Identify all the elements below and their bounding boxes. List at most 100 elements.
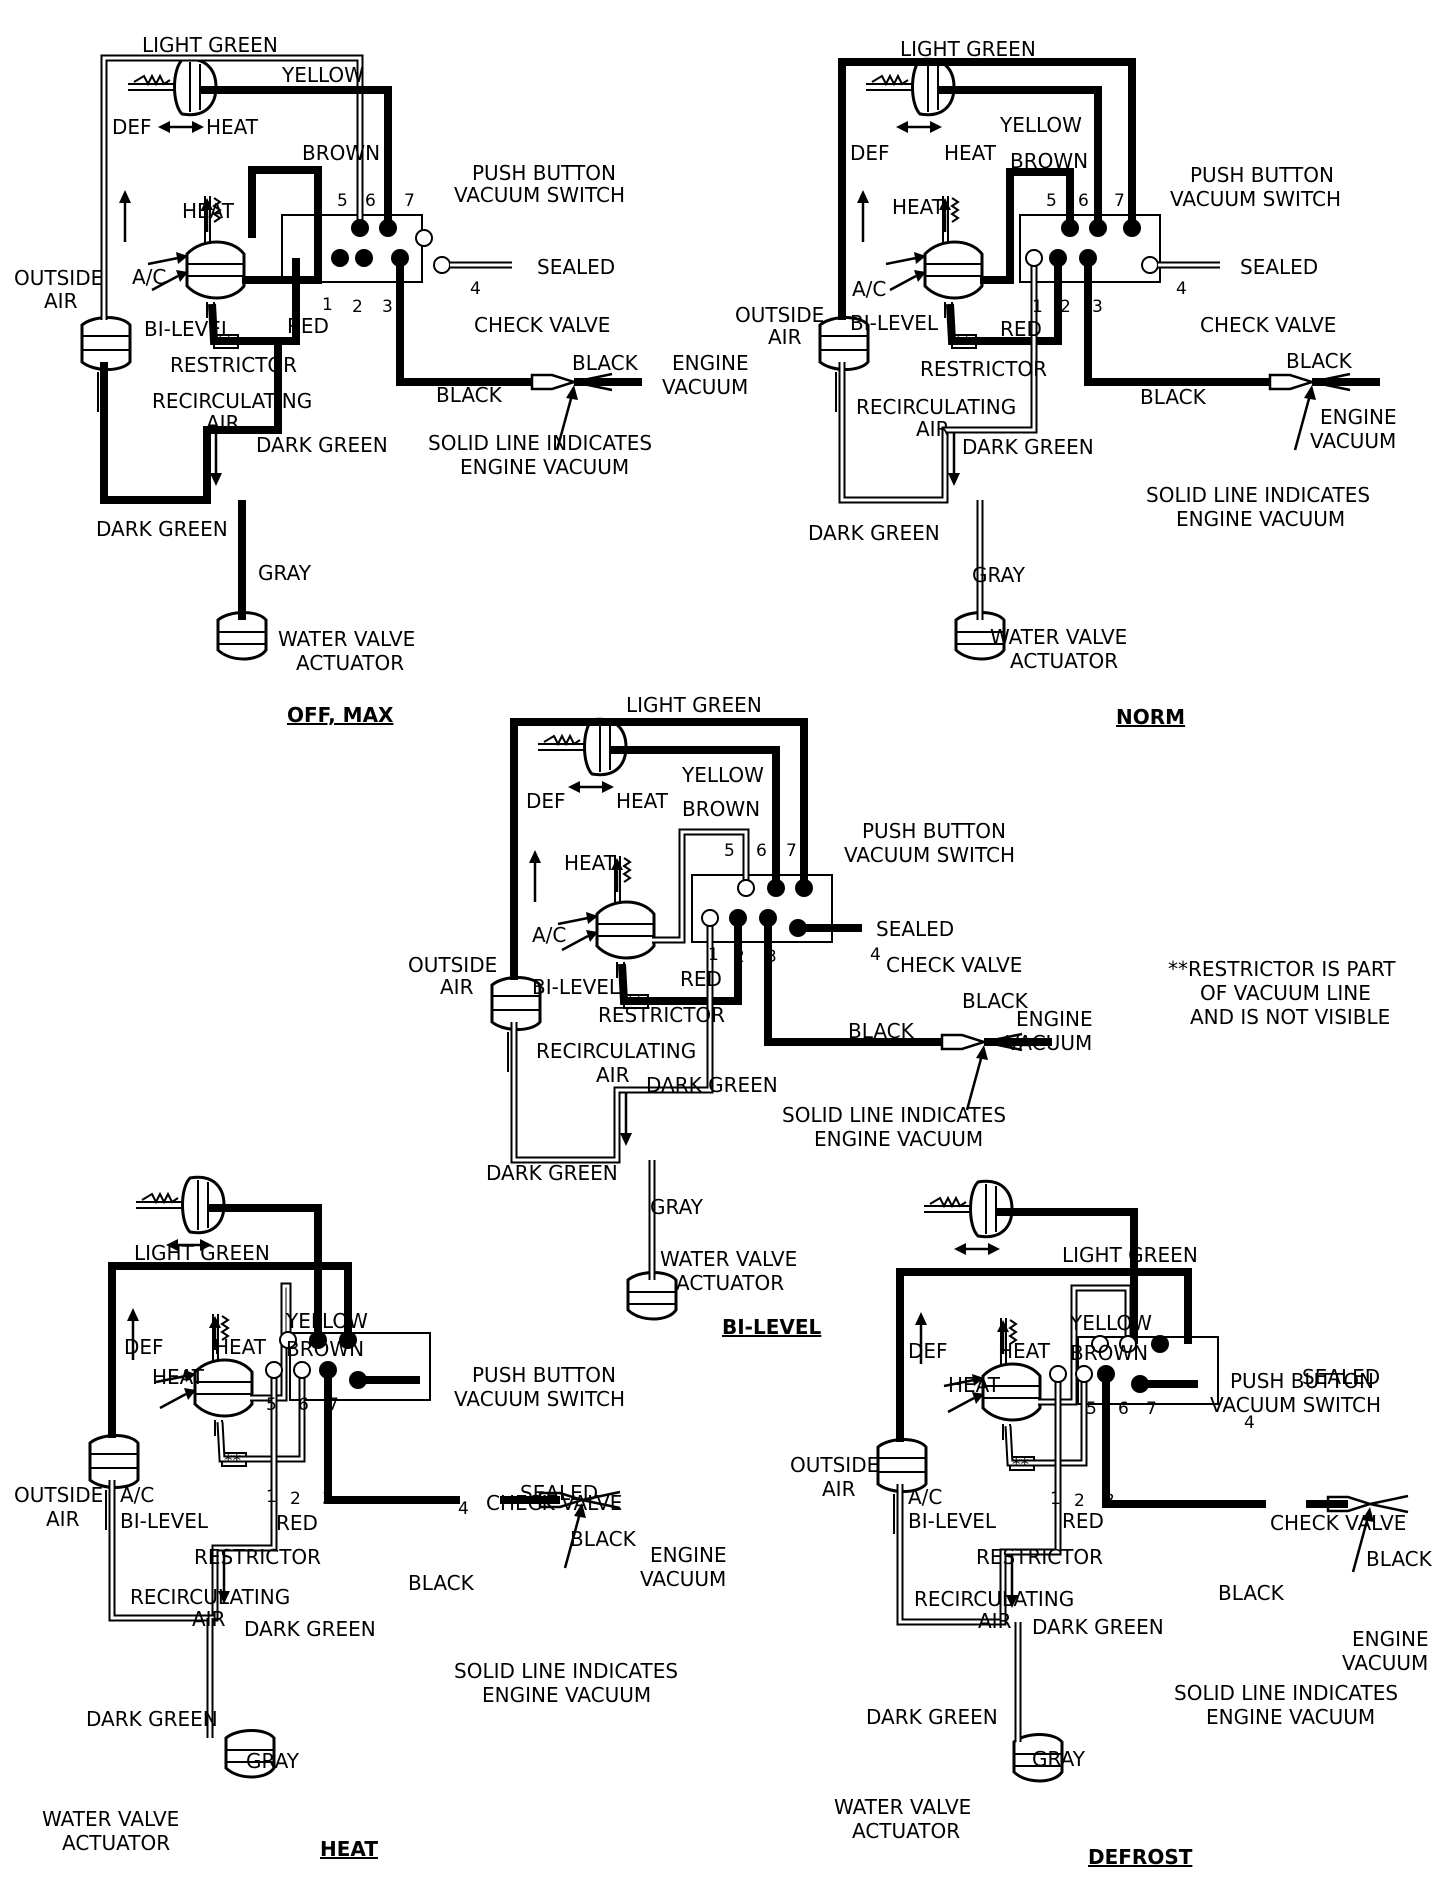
restrictor-mark: ** [216, 333, 233, 353]
restrictor-mark: ** [954, 333, 971, 353]
port-label-4: 4 [458, 1499, 469, 1519]
label-recirc: RECIRCULATING [536, 1039, 696, 1063]
label-bilevel: BI-LEVEL [908, 1509, 997, 1533]
label-gray: GRAY [246, 1749, 300, 1773]
port-5 [351, 219, 369, 237]
label-black-left: BLACK [1140, 385, 1207, 409]
label-red: RED [276, 1511, 318, 1535]
label-black-right: BLACK [572, 351, 639, 375]
label-recirc: RECIRCULATING [914, 1587, 1074, 1611]
label-engine-vacuum-note: ENGINE VACUUM [1206, 1705, 1375, 1729]
port-label-2: 2 [352, 297, 363, 317]
port-label-5: 5 [266, 1395, 277, 1415]
port-label-4: 4 [1244, 1413, 1255, 1433]
label-check-valve: CHECK VALVE [1200, 313, 1336, 337]
label-red: RED [287, 314, 329, 338]
port-label-5: 5 [1086, 1399, 1097, 1419]
label-red: RED [680, 967, 722, 991]
port-4 [1131, 1375, 1149, 1393]
label-outside-air: AIR [46, 1507, 80, 1531]
label-restrictor: RESTRICTOR [976, 1545, 1103, 1569]
port-5 [737, 879, 755, 897]
restrictor-mark: ** [1012, 1455, 1029, 1475]
label-solid-line: SOLID LINE INDICATES [782, 1103, 1006, 1127]
label-yellow: YELLOW [1069, 1311, 1152, 1335]
label-heat: HEAT [564, 851, 617, 875]
label-ac: A/C [132, 265, 166, 289]
label-check-valve: CHECK VALVE [486, 1491, 622, 1515]
port-4 [1141, 256, 1159, 274]
label-yellow: YELLOW [281, 63, 364, 87]
port-7 [795, 879, 813, 897]
label-outside-air: AIR [44, 289, 78, 313]
label-vacuum-switch: VACUUM SWITCH [1170, 187, 1341, 211]
label-sealed: SEALED [537, 255, 615, 279]
port-2 [729, 909, 747, 927]
port-label-1: 1 [266, 1487, 277, 1507]
label-actuator: ACTUATOR [852, 1819, 960, 1843]
label-heat: HEAT [948, 1373, 1001, 1397]
label-push-button: PUSH BUTTON [472, 1363, 616, 1387]
restrictor-note: **RESTRICTOR IS PART OF VACUUM LINE AND … [1168, 957, 1396, 1029]
port-1 [265, 1361, 283, 1379]
label-red: RED [1062, 1509, 1104, 1533]
port-label-1: 1 [708, 945, 719, 965]
port-7 [339, 1331, 357, 1349]
label-engine: ENGINE [650, 1543, 727, 1567]
port-label-5: 5 [337, 191, 348, 211]
label-recirc: RECIRCULATING [856, 395, 1016, 419]
label-dark-green-upper: DARK GREEN [962, 435, 1094, 459]
label-solid-line: SOLID LINE INDICATES [1174, 1681, 1398, 1705]
port-label-7: 7 [786, 841, 797, 861]
port-2 [1075, 1365, 1093, 1383]
label-def: DEF [526, 789, 566, 813]
label-bilevel: BI-LEVEL [120, 1509, 209, 1533]
mode-title-heat: HEAT [320, 1837, 378, 1861]
label-dark-green-lower: DARK GREEN [96, 517, 228, 541]
label-heat-dir: HEAT [616, 789, 669, 813]
label-sealed: SEALED [1302, 1365, 1380, 1389]
note-line-3: AND IS NOT VISIBLE [1190, 1005, 1390, 1029]
label-red: RED [1000, 317, 1042, 341]
port-label-4: 4 [870, 945, 881, 965]
port-5 [1061, 219, 1079, 237]
label-brown: BROWN [286, 1337, 364, 1361]
label-dark-green-lower: DARK GREEN [866, 1705, 998, 1729]
label-vacuum-switch: VACUUM SWITCH [454, 1387, 625, 1411]
port-4 [349, 1371, 367, 1389]
label-def: DEF [124, 1335, 164, 1359]
port-label-3: 3 [1092, 297, 1103, 317]
label-outside: OUTSIDE [790, 1453, 879, 1477]
label-black-left: BLACK [1218, 1581, 1285, 1605]
label-bilevel: BI-LEVEL [532, 975, 621, 999]
port-1 [1025, 249, 1043, 267]
port-5 [279, 1331, 297, 1349]
label-bilevel: BI-LEVEL [144, 317, 233, 341]
label-ac: A/C [852, 277, 886, 301]
port-label-6: 6 [365, 191, 376, 211]
port-2 [355, 249, 373, 267]
panel-off-max: LIGHT GREEN YELLOW DEF HEAT BROWN PUSH B… [14, 33, 749, 727]
label-outside: OUTSIDE [14, 266, 103, 290]
label-actuator: ACTUATOR [676, 1271, 784, 1295]
label-light-green: LIGHT GREEN [626, 693, 762, 717]
port-3 [391, 249, 409, 267]
label-black-right: BLACK [570, 1527, 637, 1551]
label-water-valve: WATER VALVE [990, 625, 1127, 649]
port-1 [1049, 1365, 1067, 1383]
label-recirc-air: AIR [192, 1607, 226, 1631]
port-1 [331, 249, 349, 267]
label-dark-green-upper: DARK GREEN [646, 1073, 778, 1097]
mode-title-norm: NORM [1116, 705, 1185, 729]
label-sealed: SEALED [876, 917, 954, 941]
port-label-2: 2 [1074, 1491, 1085, 1511]
label-gray: GRAY [1032, 1747, 1086, 1771]
label-def: DEF [850, 141, 890, 165]
restrictor-mark: ** [626, 993, 643, 1013]
port-label-2: 2 [290, 1489, 301, 1509]
label-black-left: BLACK [436, 383, 503, 407]
label-black-right: BLACK [962, 989, 1029, 1013]
panel-heat: LIGHT GREEN YELLOW DEF HEAT BROWN PUSH B… [14, 1175, 727, 1861]
label-solid-line: SOLID LINE INDICATES [428, 431, 652, 455]
port-6 [1089, 219, 1107, 237]
